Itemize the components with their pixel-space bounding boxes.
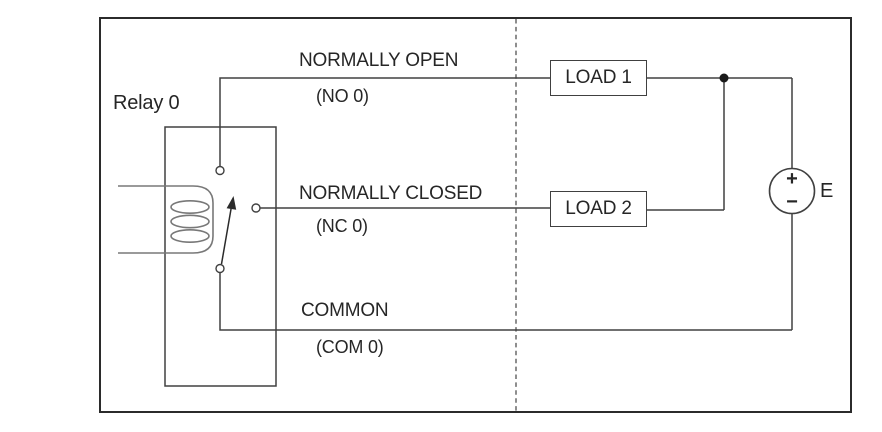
- outer-border: [99, 17, 852, 413]
- load2-label: LOAD 2: [565, 198, 632, 219]
- no-contact-terminal: [215, 165, 225, 176]
- voltage-source-circle: [768, 167, 816, 215]
- battery-plus-icon: +: [786, 168, 798, 190]
- coil-leads: [118, 185, 214, 254]
- no-code-label: (NO 0): [316, 86, 369, 106]
- load2-box: LOAD 2: [550, 191, 647, 227]
- wires: [219, 77, 793, 331]
- switch-arm-arrow-icon: [226, 196, 237, 210]
- relay-label: Relay 0: [113, 92, 180, 114]
- junction-dot: [719, 73, 729, 83]
- common-label: COMMON: [301, 300, 389, 321]
- normally-open-label: NORMALLY OPEN: [299, 50, 459, 71]
- load1-box: LOAD 1: [550, 60, 647, 96]
- wire-common: [219, 273, 792, 331]
- wire-normally-open: [219, 77, 550, 166]
- load1-label: LOAD 1: [565, 67, 632, 88]
- normally-closed-label: NORMALLY CLOSED: [299, 183, 483, 204]
- nc-code-label: (NC 0): [316, 216, 368, 236]
- switch-arm: [220, 207, 232, 265]
- battery-minus-icon: −: [786, 191, 798, 213]
- com-contact-terminal: [215, 263, 225, 274]
- nc-contact-terminal: [251, 203, 261, 213]
- relay-coil: [118, 185, 214, 254]
- com-code-label: (COM 0): [316, 337, 384, 357]
- source-label: E: [820, 180, 834, 202]
